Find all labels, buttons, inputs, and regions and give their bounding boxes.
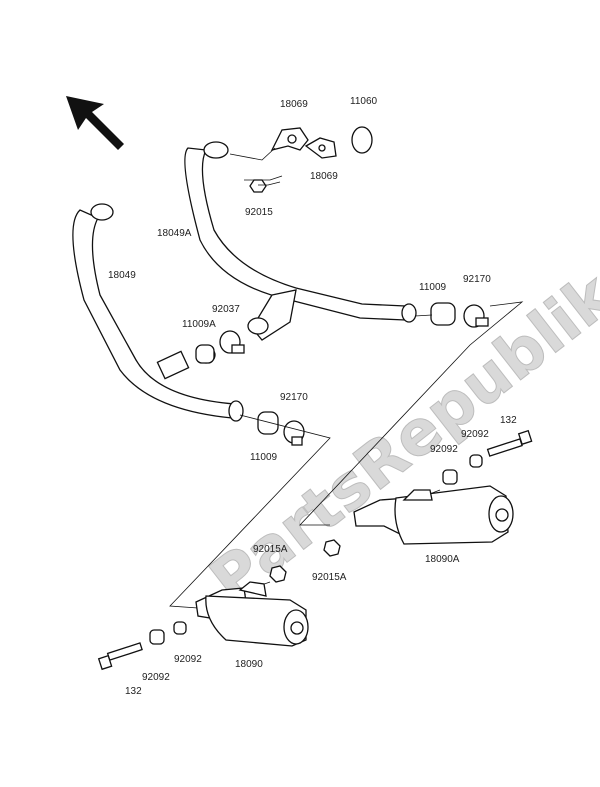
label-18069-top: 18069 [280, 99, 308, 110]
collar-92092-right-b [469, 454, 483, 468]
label-92015: 92015 [245, 207, 273, 218]
label-92170-left: 92170 [280, 392, 308, 403]
label-18090a: 18090A [425, 554, 460, 565]
bracket-18069-upper [270, 127, 309, 151]
nut-92015a-left [269, 565, 287, 583]
clamp-92037 [219, 330, 245, 354]
label-132-left: 132 [125, 686, 142, 697]
label-92015a-right: 92015A [312, 572, 347, 583]
label-132-right: 132 [500, 415, 517, 426]
collar-11009-left [257, 411, 279, 435]
clamp-92170-right [463, 304, 489, 328]
direction-arrow-icon [66, 96, 124, 150]
label-92170-right: 92170 [463, 274, 491, 285]
muffler-18090 [195, 581, 309, 647]
nut-92015a-right [323, 539, 341, 557]
collar-11009a [195, 344, 216, 364]
label-18069-bottom: 18069 [310, 171, 338, 182]
exhaust-pipe-18049a [184, 141, 417, 341]
bolt-132-left [97, 642, 143, 671]
label-92092-left-lower: 92092 [142, 672, 170, 683]
muffler-18090a [353, 485, 514, 545]
label-11060: 11060 [350, 96, 378, 107]
bracket-18069-lower [304, 137, 337, 159]
collar-11009-right [430, 302, 456, 326]
clamp-92170-left [283, 420, 305, 446]
label-92092-right-lower: 92092 [430, 444, 458, 455]
exhaust-pipe-18049 [72, 203, 244, 422]
label-92015a-left: 92015A [253, 544, 288, 555]
bolt-132-right [486, 429, 533, 457]
label-11009-left: 11009 [250, 452, 278, 463]
label-18049a: 18049A [157, 228, 192, 239]
label-11009-right: 11009 [419, 282, 447, 293]
collar-92092-right-a [442, 469, 458, 485]
label-11009a: 11009A [182, 319, 216, 330]
collar-92092-left-a [149, 629, 165, 645]
label-92092-left-upper: 92092 [174, 654, 202, 665]
label-92037: 92037 [212, 304, 240, 315]
collar-92092-left-b [173, 621, 187, 635]
label-92092-right-upper: 92092 [461, 429, 489, 440]
nut-92015 [249, 179, 267, 193]
gasket-11060 [351, 126, 373, 154]
label-18090: 18090 [235, 659, 263, 670]
label-18049: 18049 [108, 270, 136, 281]
